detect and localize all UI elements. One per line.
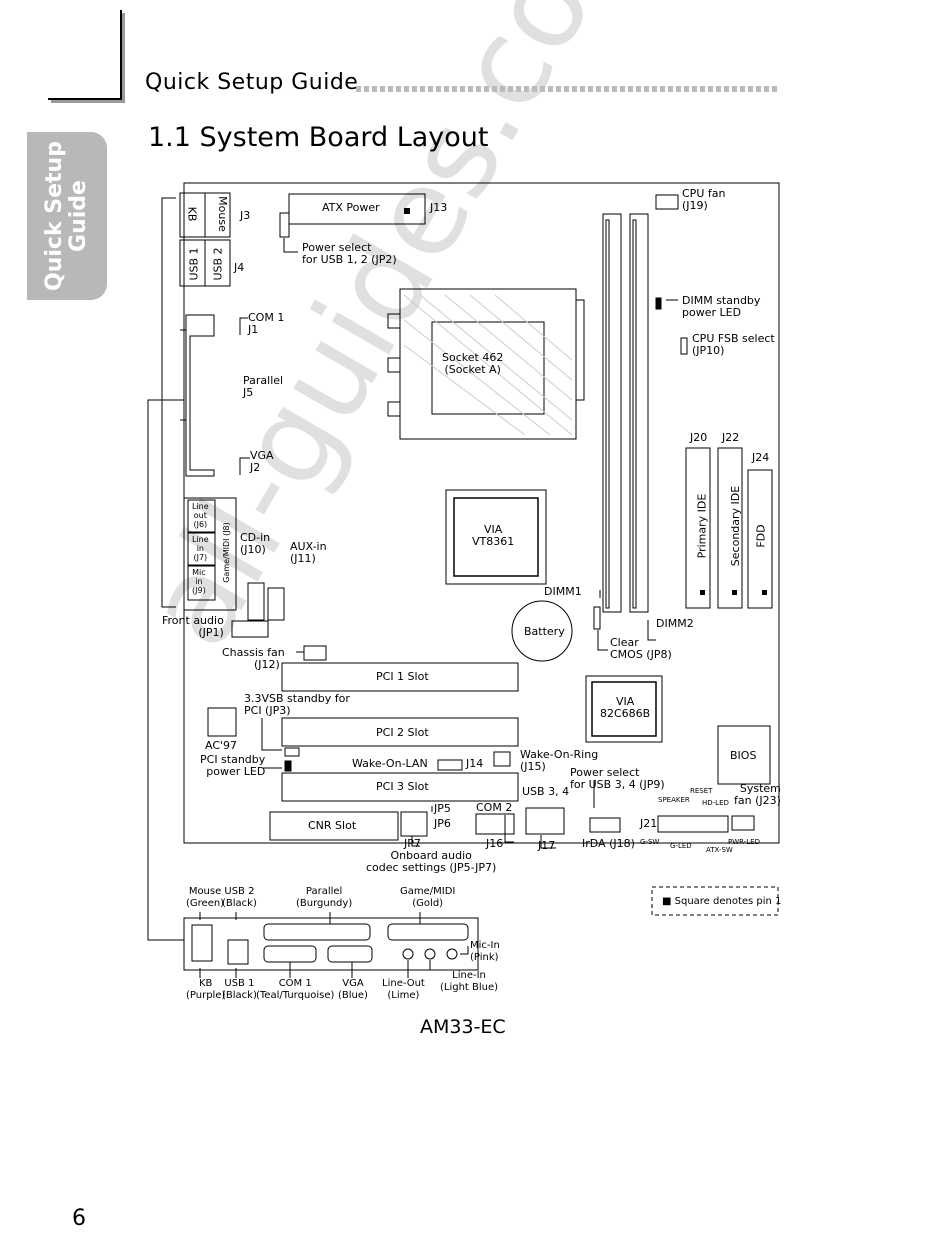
rear-kb: KB(Purple) xyxy=(186,978,226,1001)
label-dimm2: DIMM2 xyxy=(656,617,694,630)
label-fdd: FDD xyxy=(754,524,768,548)
board-outline xyxy=(183,182,780,844)
rear-mic: Mic-In(Pink) xyxy=(470,940,500,963)
page-number: 6 xyxy=(72,1206,86,1231)
label-com2: COM 2 xyxy=(476,801,513,814)
label-game-midi: Game/MIDI (J8) xyxy=(221,522,231,583)
section-title: 1.1 System Board Layout xyxy=(148,122,489,153)
header-dotted-rule xyxy=(356,86,780,92)
label-j17: J17 xyxy=(538,839,556,852)
label-pwr-led: PWR-LED xyxy=(728,838,760,846)
label-secondary-ide: Secondary IDE xyxy=(729,485,743,567)
label-aux-in: AUX-in(J11) xyxy=(290,540,327,565)
label-mouse: Mouse xyxy=(215,196,229,232)
label-usb2: USB 2 xyxy=(211,247,225,281)
label-cpu-fan: CPU fan(J19) xyxy=(682,187,726,212)
rear-usb1: USB 1(Black) xyxy=(222,978,257,1001)
side-tab[interactable]: Quick Setup Guide xyxy=(27,132,107,300)
rear-com1: COM 1(Teal/Turquoise) xyxy=(256,978,335,1001)
label-jp6: JP6 xyxy=(434,817,451,830)
label-irda: IrDA (J18) xyxy=(582,837,635,850)
label-speaker: SPEAKER xyxy=(658,796,690,804)
label-cd-in: CD-in(J10) xyxy=(240,531,271,556)
label-wake-ring: Wake-On-Ring(J15) xyxy=(520,748,599,773)
label-ac97: AC'97 xyxy=(205,739,238,752)
label-hd-led: HD-LED xyxy=(702,799,729,807)
rear-usb2: USB 2(Black) xyxy=(222,886,257,909)
label-chassis-fan: Chassis fan(J12) xyxy=(222,646,285,671)
rear-game: Game/MIDI(Gold) xyxy=(400,886,456,909)
label-j21: J21 xyxy=(640,817,658,830)
label-j16: J16 xyxy=(486,837,504,850)
label-dimm1: DIMM1 xyxy=(544,585,582,598)
rear-linein: Line-In(Light Blue) xyxy=(440,970,499,993)
label-kb: KB xyxy=(185,206,199,222)
label-cpu-fsb: CPU FSB select(JP10) xyxy=(692,332,775,357)
label-j14: J14 xyxy=(466,757,484,770)
label-j20: J20 xyxy=(690,431,708,444)
label-usb34: USB 3, 4 xyxy=(522,785,570,798)
label-pci2: PCI 2 Slot xyxy=(376,726,429,739)
label-atx-power: ATX Power xyxy=(322,201,380,214)
rear-parallel: Parallel(Burgundy) xyxy=(296,886,353,909)
rear-vga: VGA(Blue) xyxy=(338,978,368,1001)
label-jp7: JP7 xyxy=(404,837,421,850)
label-j3: J3 xyxy=(240,209,251,222)
label-pci3: PCI 3 Slot xyxy=(376,780,429,793)
label-pci1: PCI 1 Slot xyxy=(376,670,429,683)
square-note: ■ Square denotes pin 1 xyxy=(662,896,782,907)
label-socket: Socket 462(Socket A) xyxy=(442,351,504,376)
label-primary-ide: Primary IDE xyxy=(695,493,709,559)
label-atx-sw: ATX-SW xyxy=(706,846,733,854)
label-j13: J13 xyxy=(430,201,448,214)
label-battery: Battery xyxy=(524,625,565,638)
label-j22: J22 xyxy=(722,431,740,444)
rear-lineout: Line-Out(Lime) xyxy=(382,978,425,1001)
label-usb1: USB 1 xyxy=(187,247,201,281)
label-j24: J24 xyxy=(752,451,770,464)
corner-mark xyxy=(48,10,122,100)
rear-mouse: Mouse(Green) xyxy=(186,886,225,909)
label-cnr: CNR Slot xyxy=(308,819,357,832)
label-reset: RESET xyxy=(690,787,713,795)
label-front-audio: Front audio(JP1) xyxy=(162,614,224,639)
label-j4: J4 xyxy=(234,261,245,274)
page-header-title: Quick Setup Guide xyxy=(145,70,359,95)
label-gsw: G-SW xyxy=(640,838,660,846)
label-bios: BIOS xyxy=(730,749,757,762)
label-jp5: JP5 xyxy=(434,802,451,815)
label-wake-lan: Wake-On-LAN xyxy=(352,757,428,770)
label-gled: G-LED xyxy=(670,842,692,850)
model-name: AM33-EC xyxy=(420,1016,506,1038)
